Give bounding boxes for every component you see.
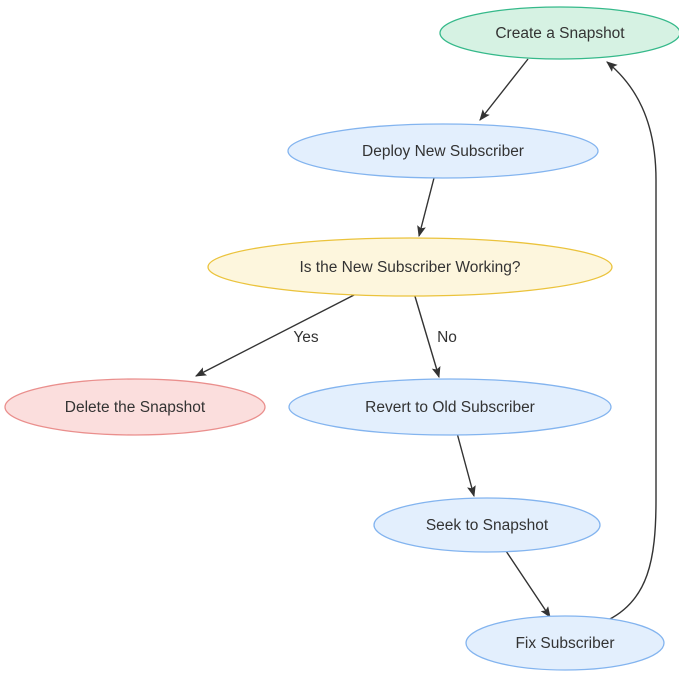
node-shape-fix-subscriber — [465, 615, 665, 671]
edge-seek-to-snapshot-to-fix-subscriber — [503, 547, 551, 618]
node-shape-is-working — [207, 237, 613, 297]
node-seek-to-snapshot[interactable]: Seek to Snapshot — [373, 497, 601, 553]
edge-fix-subscriber-to-create-snapshot — [606, 61, 657, 621]
edge-deploy-new-subscriber-to-is-working — [417, 177, 435, 238]
node-shape-create-snapshot — [439, 6, 679, 60]
node-deploy-new-subscriber[interactable]: Deploy New Subscriber — [287, 123, 599, 179]
edges-layer — [195, 58, 657, 621]
node-shape-delete-snapshot — [4, 378, 266, 436]
node-shape-deploy-new-subscriber — [287, 123, 599, 179]
node-shape-revert-old-subscriber — [288, 378, 612, 436]
node-create-snapshot[interactable]: Create a Snapshot — [439, 6, 679, 60]
node-delete-snapshot[interactable]: Delete the Snapshot — [4, 378, 266, 436]
node-revert-old-subscriber[interactable]: Revert to Old Subscriber — [288, 378, 612, 436]
edge-is-working-to-revert-old-subscriber — [413, 292, 441, 379]
edge-is-working-to-delete-snapshot — [195, 293, 357, 377]
edge-create-snapshot-to-deploy-new-subscriber — [479, 58, 529, 121]
node-is-working[interactable]: Is the New Subscriber Working? — [207, 237, 613, 297]
edge-labels-layer: Yes No — [293, 329, 457, 346]
edge-revert-old-subscriber-to-seek-to-snapshot — [456, 432, 476, 498]
node-shape-seek-to-snapshot — [373, 497, 601, 553]
edge-label-no: No — [437, 329, 457, 346]
edge-label-yes: Yes — [293, 329, 319, 346]
node-fix-subscriber[interactable]: Fix Subscriber — [465, 615, 665, 671]
